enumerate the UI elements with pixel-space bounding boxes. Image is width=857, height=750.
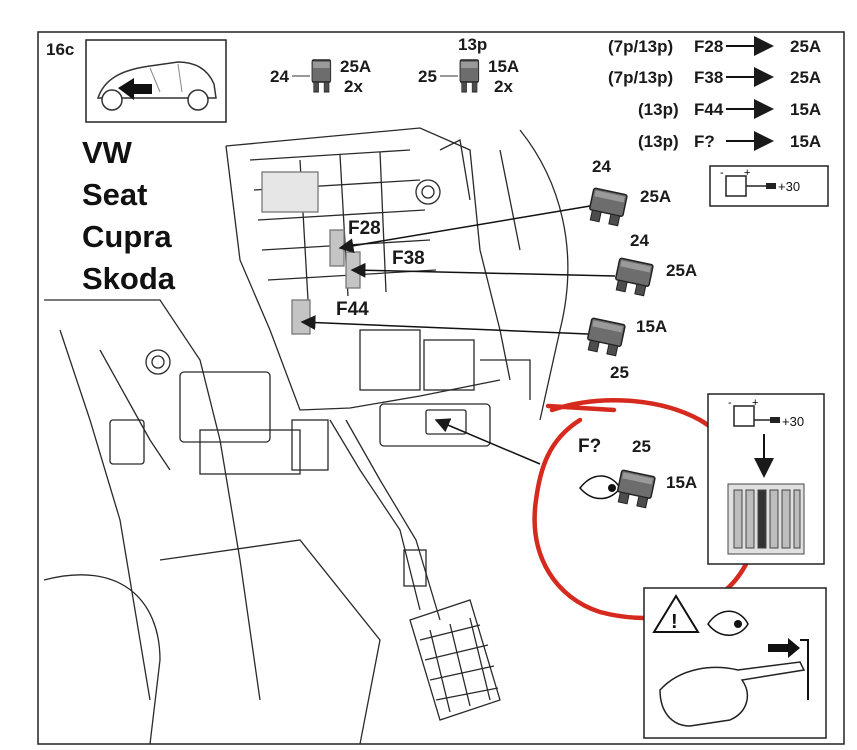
brand-name: VW (82, 135, 132, 170)
legend-b-qty: 2x (494, 77, 513, 96)
svg-text:-: - (720, 167, 724, 179)
fuse-list-variant: (13p) (638, 100, 679, 119)
callout-f38-number: 24 (630, 231, 649, 250)
battery-icon (733, 405, 755, 427)
svg-text:-: - (728, 397, 732, 409)
fuse-list-rating: 25A (790, 68, 821, 87)
outer-frame (37, 31, 845, 745)
fuse-list-fuse: F44 (694, 100, 724, 119)
fuse-list-row: (13p) F44 15A (638, 99, 821, 119)
callout-f44-number: 25 (610, 363, 629, 382)
car-thumbnail (85, 39, 227, 123)
svg-text:!: ! (671, 611, 678, 633)
fuse-legend-b: 13p 25 15A 2x (418, 35, 519, 96)
legend-b-number: 25 (418, 67, 437, 86)
callout-f28-label: F28 (348, 218, 381, 239)
callout-fq-label: F? (578, 436, 601, 457)
brand-name: Cupra (82, 219, 172, 254)
arrow-right-icon (768, 638, 800, 658)
battery-icon (725, 175, 747, 197)
callout-fuse-fq: F? 25 15A (578, 436, 697, 510)
fuse-list: (7p/13p) F28 25A (7p/13p) F38 25A (13p) … (608, 36, 821, 151)
brand-list: VW Seat Cupra Skoda (82, 132, 222, 300)
svg-text:+: + (752, 397, 758, 409)
brand-name: Seat (82, 177, 148, 212)
legend-b-header: 13p (458, 35, 487, 54)
fuse-list-row: (7p/13p) F28 25A (608, 36, 821, 56)
callout-fuse-f44: 15A 25 (584, 317, 667, 382)
callout-arrows (300, 205, 616, 465)
fuse-legend-a: 24 25A 2x (270, 57, 371, 96)
fuse-list-fuse: F? (694, 132, 715, 151)
battery-box-top: - + +30 (709, 165, 829, 207)
arrow-f44 (300, 315, 589, 335)
hand-with-probe-icon (659, 661, 806, 727)
fuse-list-rating: 25A (790, 37, 821, 56)
direction-arrow-icon (118, 78, 152, 100)
svg-text:+: + (744, 167, 750, 179)
callout-fq-rating: 15A (666, 473, 697, 492)
fuse-list-row: (13p) F? 15A (638, 131, 821, 151)
callout-f38-label: F38 (392, 248, 425, 269)
warning-panel: ! (643, 587, 827, 739)
legend-a-rating: 25A (340, 57, 371, 76)
fuse-list-rating: 15A (790, 132, 821, 151)
eye-icon (707, 610, 749, 636)
fuse-list-variant: (13p) (638, 132, 679, 151)
callout-fuse-f38: 24 25A (612, 231, 697, 298)
arrow-fq (434, 418, 541, 465)
callout-f44-label: F44 (336, 299, 369, 320)
page-label-box: 16c (46, 40, 74, 59)
legend-a-qty: 2x (344, 77, 363, 96)
callout-f44-rating: 15A (636, 317, 667, 336)
fusebox-detail-panel: - + +30 (707, 393, 825, 565)
fuse-list-rating: 15A (790, 100, 821, 119)
fuse-list-fuse: F28 (694, 37, 723, 56)
callout-f28-rating: 25A (640, 187, 671, 206)
callout-f38-rating: 25A (666, 261, 697, 280)
callout-f28-number: 24 (592, 157, 611, 176)
battery-label-top: +30 (778, 179, 800, 194)
fuse-list-fuse: F38 (694, 68, 723, 87)
legend-a-number: 24 (270, 67, 289, 86)
arrow-f28 (338, 205, 591, 254)
legend-b-rating: 15A (488, 57, 519, 76)
fuse-list-variant: (7p/13p) (608, 37, 673, 56)
warning-triangle-icon (652, 594, 700, 633)
battery-label-panel: +30 (782, 414, 804, 429)
brand-name: Skoda (82, 261, 176, 296)
page-label: 16c (46, 40, 74, 59)
callout-fuse-f28: 24 25A (586, 157, 671, 228)
fuse-list-row: (7p/13p) F38 25A (608, 67, 821, 87)
fuse-list-variant: (7p/13p) (608, 68, 673, 87)
arrow-f38 (350, 262, 616, 278)
callout-fq-number: 25 (632, 437, 651, 456)
